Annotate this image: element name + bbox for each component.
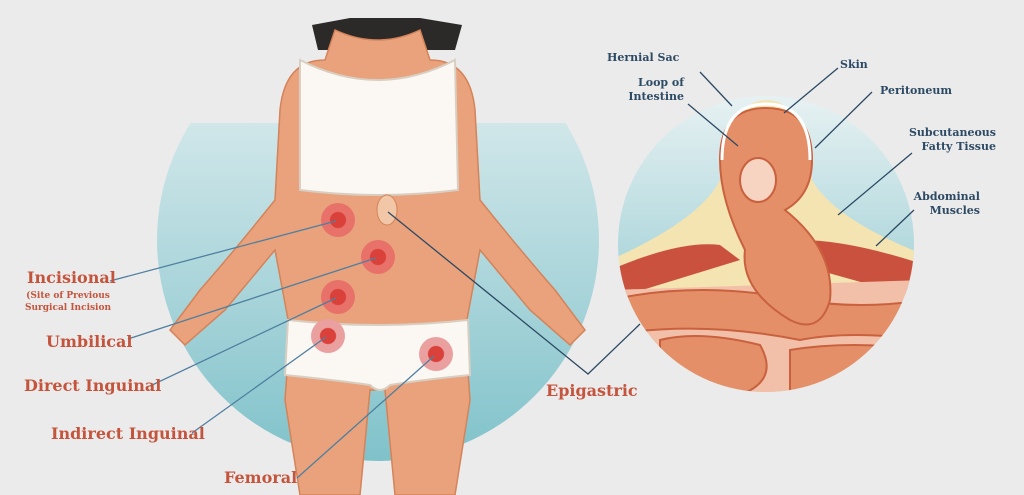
label-subcutaneous-fat: Subcutaneous Fatty Tissue	[900, 126, 996, 154]
cross-section	[618, 96, 914, 392]
label-skin: Skin	[840, 58, 868, 71]
label-abdominal-muscles: Abdominal Muscles	[910, 190, 980, 218]
indirect-inguinal-site	[311, 319, 345, 353]
incisional-note-line-2: Surgical Incision	[24, 303, 112, 313]
leader-lines	[109, 67, 915, 479]
femoral-site	[419, 337, 453, 371]
label-peritoneum: Peritoneum	[880, 84, 952, 97]
label-femoral: Femoral	[224, 468, 298, 487]
label-indirect-inguinal: Indirect Inguinal	[51, 424, 205, 443]
incisional-site	[321, 203, 355, 237]
label-direct-inguinal: Direct Inguinal	[24, 376, 162, 395]
fat-line-1: Subcutaneous	[908, 126, 996, 139]
label-incisional-note: (Site of Previous Surgical Incision	[12, 290, 124, 314]
label-incisional: Incisional	[27, 268, 116, 287]
body-figure	[169, 18, 586, 495]
label-loop-of-intestine: Loop of Intestine	[612, 76, 684, 104]
muscle-line-2: Muscles	[929, 204, 980, 217]
label-hernial-sac: Hernial Sac	[607, 51, 680, 64]
label-epigastric: Epigastric	[546, 381, 638, 400]
fat-line-2: Fatty Tissue	[921, 140, 996, 153]
direct-inguinal-site	[321, 280, 355, 314]
incisional-note-line-1: (Site of Previous	[26, 291, 110, 301]
label-umbilical: Umbilical	[46, 332, 133, 351]
muscle-line-1: Abdominal	[913, 190, 980, 203]
loop-line-2: Intestine	[628, 90, 684, 103]
loop-line-1: Loop of	[638, 76, 684, 89]
umbilical-site	[361, 240, 395, 274]
